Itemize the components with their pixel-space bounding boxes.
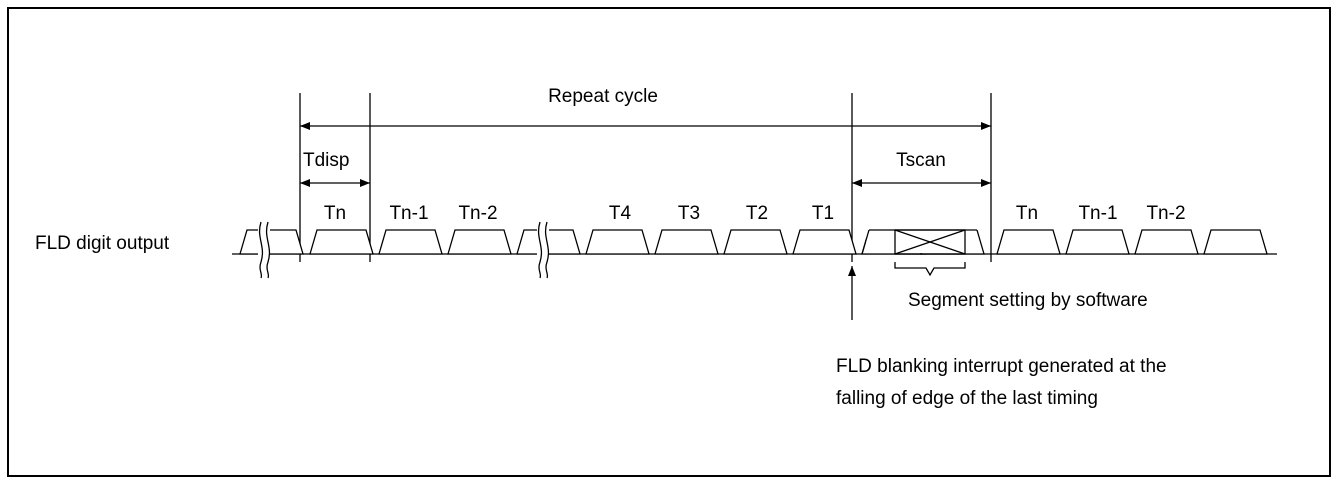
scan-start-edge — [861, 229, 870, 255]
digit-label-tn-1: Tn-1 — [389, 203, 428, 224]
pulse-tn-next — [996, 229, 1061, 255]
tscan-label: Tscan — [896, 150, 946, 171]
digit-label-tn-next: Tn — [1016, 203, 1038, 224]
digit-label-t4: T4 — [609, 203, 632, 224]
interrupt-note-line1: FLD blanking interrupt generated at the — [836, 356, 1167, 377]
pulse-last — [1203, 229, 1268, 255]
pulse-t3 — [654, 229, 719, 255]
pulse-t4 — [585, 229, 650, 255]
pulse-t1 — [792, 229, 857, 255]
break-mark-middle — [537, 221, 550, 279]
repeat-cycle-label: Repeat cycle — [548, 86, 658, 107]
digit-label-tn-1-next: Tn-1 — [1078, 203, 1117, 224]
pulse-t2 — [723, 229, 788, 255]
segment-setting-box — [894, 229, 966, 255]
segment-brace — [894, 262, 966, 277]
digit-label-tn-2-next: Tn-2 — [1146, 203, 1185, 224]
digit-pulses — [239, 229, 1268, 255]
signal-label: FLD digit output — [35, 233, 170, 254]
pulse-tn-2 — [447, 229, 512, 255]
pulse-tn-1-next — [1065, 229, 1130, 255]
timing-diagram: Repeat cycle Tdisp Tscan FLD digit outpu… — [35, 86, 1277, 409]
digit-label-t1: T1 — [812, 203, 834, 224]
segment-note: Segment setting by software — [908, 290, 1148, 311]
digit-label-t3: T3 — [678, 203, 700, 224]
tdisp-label: Tdisp — [303, 150, 349, 171]
break-mark-left — [258, 221, 271, 279]
digit-label-tn-2: Tn-2 — [458, 203, 497, 224]
scan-end-edge — [976, 229, 985, 255]
digit-label-t2: T2 — [746, 203, 768, 224]
interrupt-note-line2: falling of edge of the last timing — [836, 388, 1098, 409]
pulse-0 — [239, 229, 304, 255]
pulse-tn-2-next — [1134, 229, 1199, 255]
pulse-tn-1 — [378, 229, 443, 255]
digit-label-tn: Tn — [324, 203, 346, 224]
pulse-tn — [309, 229, 374, 255]
